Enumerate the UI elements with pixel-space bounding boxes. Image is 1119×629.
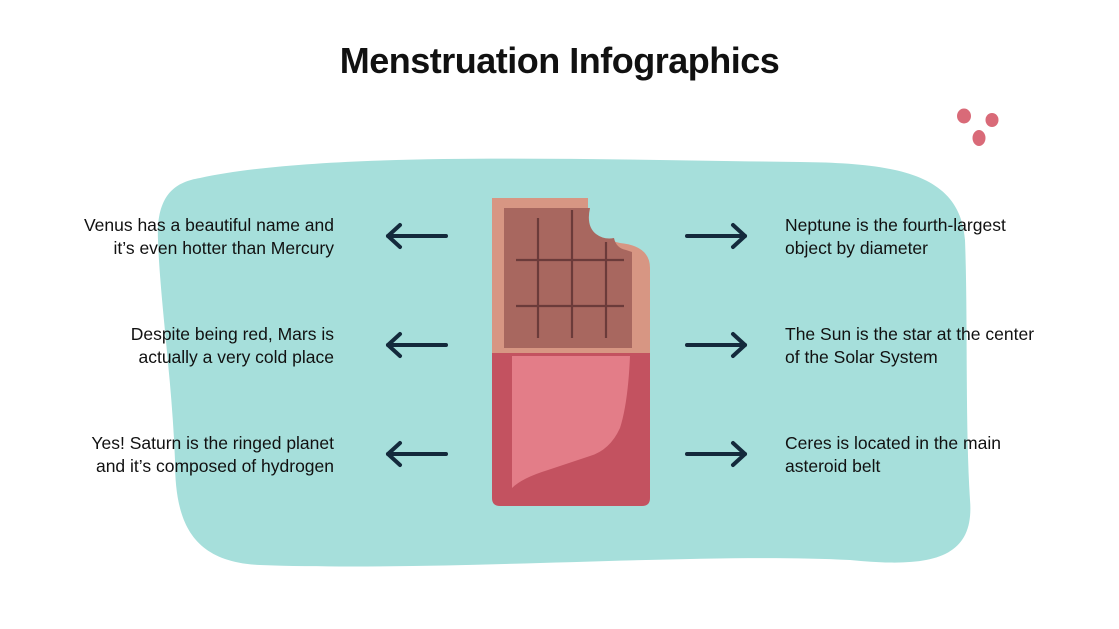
arrow-left-icon [386,223,448,249]
arrow-right-icon [685,223,747,249]
left-item-1-line1: Venus has a beautiful name and [83,215,334,235]
arrow-left-icon [386,441,448,467]
left-item-2-line1: Despite being red, Mars is [130,324,334,344]
page-title: Menstruation Infographics [339,40,780,81]
right-item-1-line1: Neptune is the fourth-largest [785,215,1006,235]
left-item-1: Venus has a beautiful name and it’s even… [44,214,334,260]
arrow-right-icon [685,332,747,358]
chocolate-grid [516,210,624,338]
wrapper-highlight [512,356,630,488]
right-item-3: Ceres is located in the main asteroid be… [785,432,1075,478]
arrow-right-icon [685,441,747,467]
right-item-1-line2: object by diameter [785,238,928,258]
left-item-2-line2: actually a very cold place [138,347,334,367]
right-item-3-line1: Ceres is located in the main [785,433,1001,453]
right-item-2-line2: of the Solar System [785,347,938,367]
left-item-3-line2: and it’s composed of hydrogen [95,456,334,476]
chocolate-bar-icon [492,198,650,506]
chocolate-body [504,208,632,348]
left-item-3: Yes! Saturn is the ringed planet and it’… [44,432,334,478]
decorative-dots-icon [957,108,999,146]
arrow-left-icon [386,332,448,358]
left-item-1-line2: it’s even hotter than Mercury [113,238,334,258]
right-item-3-line2: asteroid belt [785,456,881,476]
right-item-2: The Sun is the star at the center of the… [785,323,1075,369]
left-item-2: Despite being red, Mars is actually a ve… [44,323,334,369]
right-item-1: Neptune is the fourth-largest object by … [785,214,1075,260]
right-item-2-line1: The Sun is the star at the center [785,324,1035,344]
left-item-3-line1: Yes! Saturn is the ringed planet [91,433,334,453]
